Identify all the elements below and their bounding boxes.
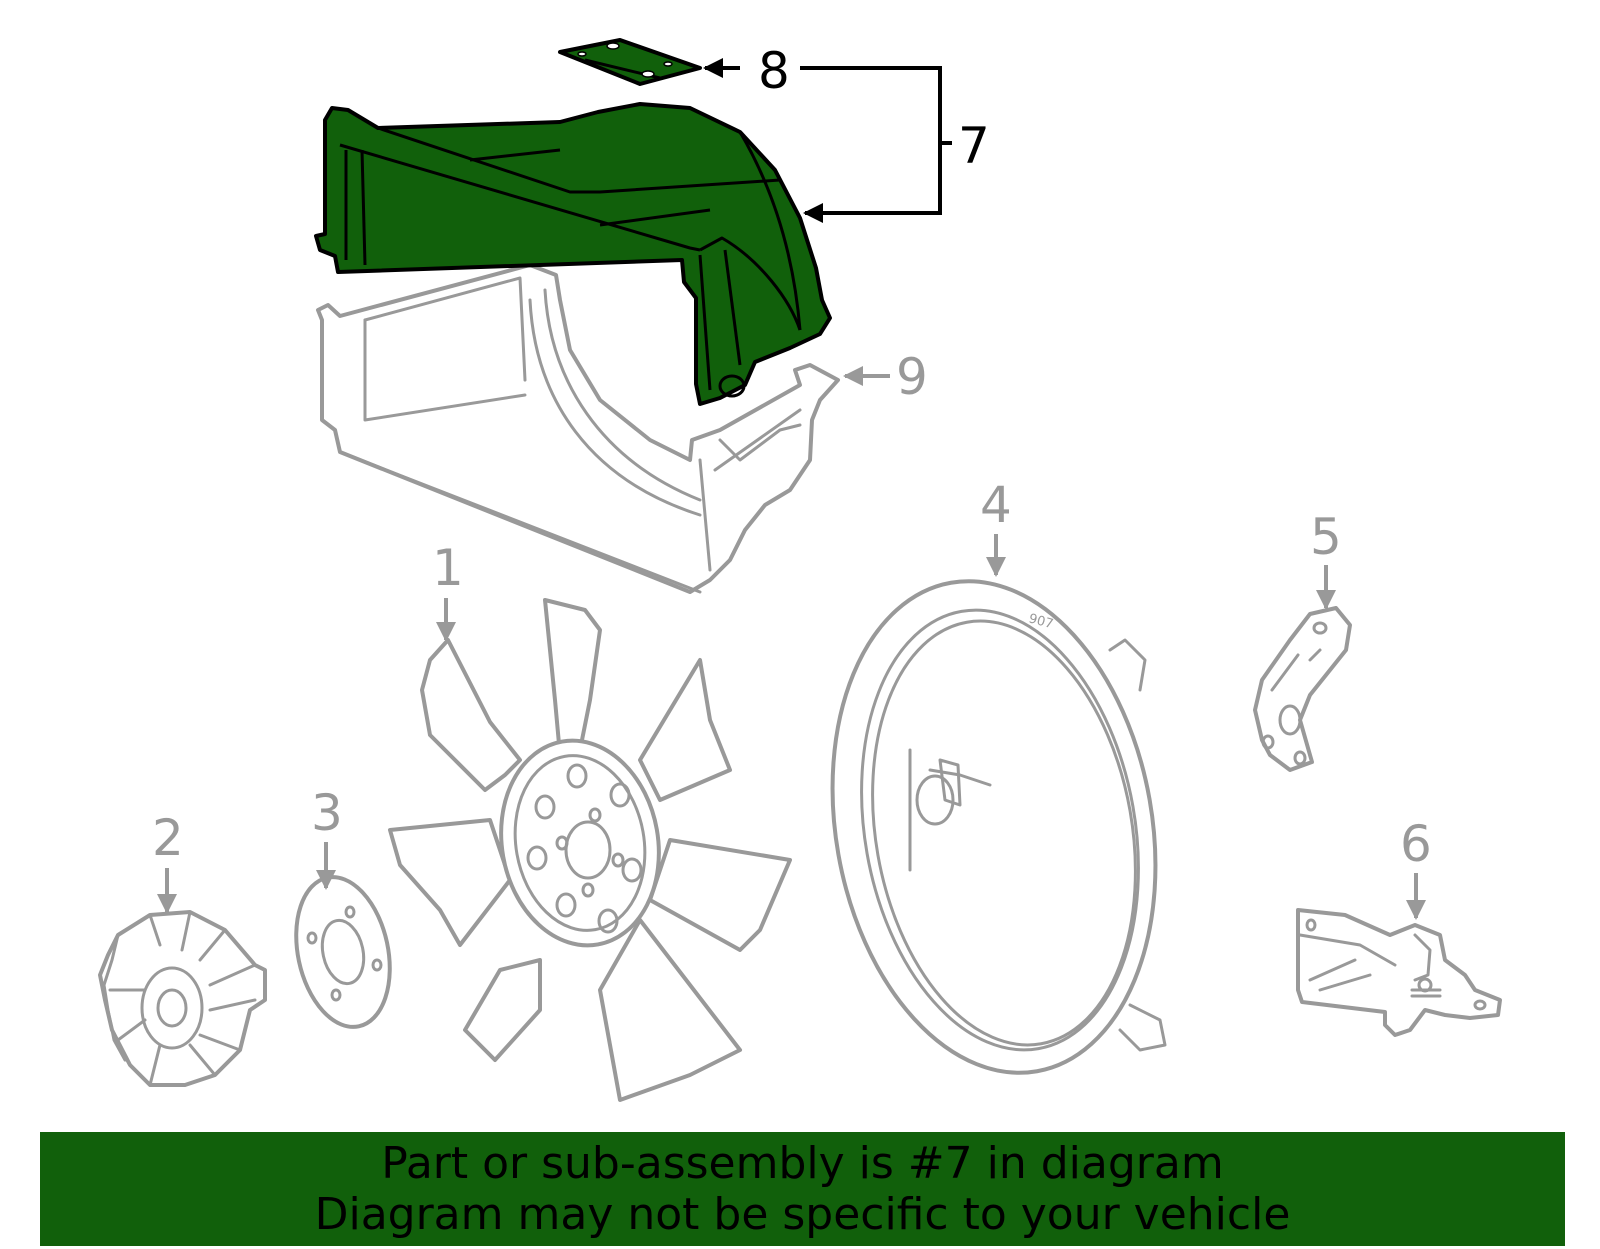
callout-8: 8 (758, 42, 790, 100)
callout-3: 3 (311, 784, 343, 842)
shroud-marking: 907 (1027, 611, 1055, 632)
fan-shroud-ring-part-4[interactable]: 907 (795, 555, 1192, 1098)
fan-blade-part-1[interactable] (388, 598, 792, 1102)
shroud-seal-part-8[interactable] (558, 38, 702, 86)
lower-fan-shroud-part-9[interactable] (316, 263, 840, 594)
bracket-part-6[interactable] (1296, 908, 1502, 1037)
callout-6: 6 (1400, 815, 1432, 873)
upper-fan-shroud-part-7[interactable] (314, 102, 832, 406)
fan-spacer-part-3[interactable] (283, 868, 403, 1035)
fan-clutch-part-2[interactable] (98, 910, 267, 1087)
callout-5: 5 (1310, 508, 1342, 566)
leader-lines (157, 58, 1426, 920)
info-banner: Part or sub-assembly is #7 in diagram Di… (40, 1132, 1565, 1246)
parts-diagram: 907 1 2 3 4 5 6 (98, 38, 1502, 1102)
callout-1: 1 (432, 539, 464, 597)
callout-9: 9 (896, 348, 928, 406)
banner-line-2: Diagram may not be specific to your vehi… (314, 1189, 1291, 1240)
callout-2: 2 (152, 809, 184, 867)
callout-4: 4 (980, 476, 1012, 534)
bracket-part-5[interactable] (1253, 606, 1352, 772)
banner-line-1: Part or sub-assembly is #7 in diagram (381, 1138, 1224, 1189)
callout-7: 7 (958, 117, 990, 175)
